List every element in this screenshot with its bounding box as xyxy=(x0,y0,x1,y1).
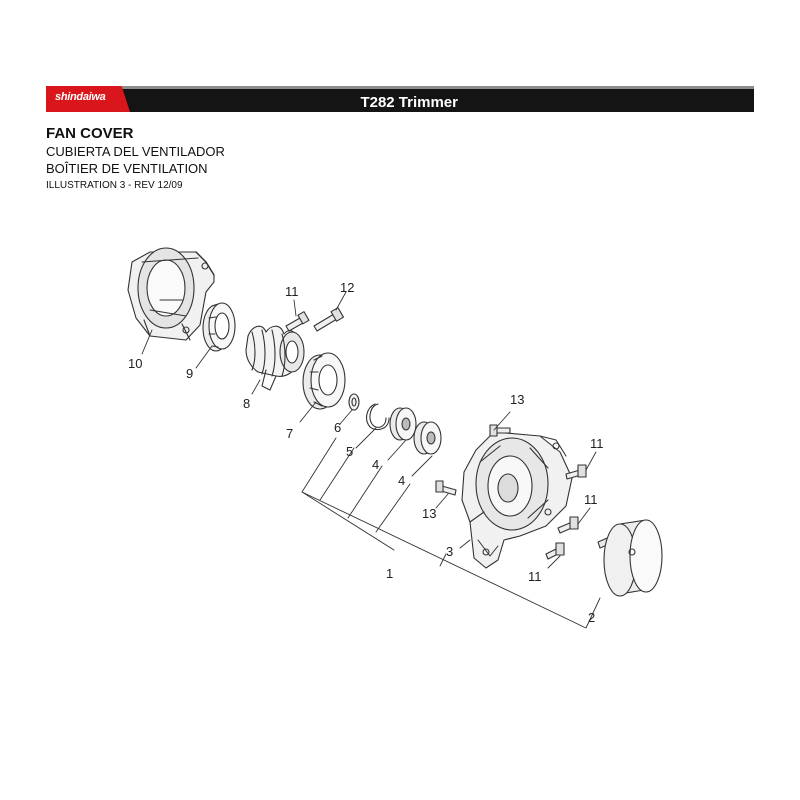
part-5-snap-ring xyxy=(366,403,390,431)
section-titles: FAN COVER CUBIERTA DEL VENTILADOR BOÎTIE… xyxy=(46,124,225,193)
header-rule xyxy=(46,86,754,89)
title-french: BOÎTIER DE VENTILATION xyxy=(46,161,208,176)
callout-12: 12 xyxy=(340,280,354,295)
title-english: FAN COVER xyxy=(46,125,134,142)
part-6-washer xyxy=(348,393,360,411)
callout-4a: 4 xyxy=(372,457,379,472)
callout-13-top: 13 xyxy=(510,392,524,407)
part-2-drum xyxy=(597,519,663,597)
part-4-bearing-b xyxy=(413,421,442,455)
brand-logo: shindaiwa xyxy=(46,86,130,112)
part-10-fan-cover xyxy=(127,247,215,341)
callout-labels: 10 9 8 7 6 5 4 4 3 2 1 11 12 13 13 11 11… xyxy=(128,280,604,625)
part-11-bolt-right-c xyxy=(545,542,565,560)
model-title: T282 Trimmer xyxy=(360,94,458,111)
part-12-bolt xyxy=(313,307,345,332)
part-4-bearing-a xyxy=(389,407,417,441)
callout-6: 6 xyxy=(334,420,341,435)
part-13-bolt-lower xyxy=(435,480,457,496)
part-11-bolt-right-a xyxy=(565,464,587,480)
illustration-ref: ILLUSTRATION 3 - REV 12/09 xyxy=(46,180,183,191)
part-7-nut xyxy=(302,352,346,410)
callout-11-right-a: 11 xyxy=(590,436,604,451)
callout-11-right-b: 11 xyxy=(584,492,598,507)
header-bar: T282 Trimmer xyxy=(46,89,754,112)
callout-8: 8 xyxy=(243,396,250,411)
callout-5: 5 xyxy=(346,444,353,459)
part-8-spring xyxy=(245,325,305,391)
title-spanish: CUBIERTA DEL VENTILADOR xyxy=(46,144,225,159)
page-header: T282 Trimmer shindaiwa xyxy=(46,86,754,112)
brand-logo-text: shindaiwa xyxy=(55,91,106,103)
part-9-nut xyxy=(202,302,236,352)
callout-11-right-c: 11 xyxy=(528,569,542,584)
callout-2: 2 xyxy=(588,610,595,625)
callout-1: 1 xyxy=(386,566,393,581)
callout-9: 9 xyxy=(186,366,193,381)
part-11-bolt-right-b xyxy=(557,516,579,534)
callout-13-bottom: 13 xyxy=(422,506,436,521)
callout-7: 7 xyxy=(286,426,293,441)
callout-3: 3 xyxy=(446,544,453,559)
part-3-fan-case xyxy=(461,431,573,569)
part-13-bolt-upper xyxy=(489,424,511,437)
callout-4b: 4 xyxy=(398,473,405,488)
leader-lines xyxy=(141,291,601,629)
callout-11-top: 11 xyxy=(285,284,299,299)
callout-10: 10 xyxy=(128,356,142,371)
part-11-bolt-upper xyxy=(285,311,310,332)
